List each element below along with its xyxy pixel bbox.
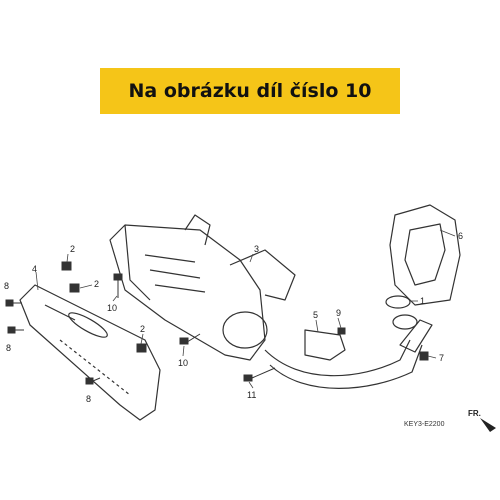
callout-7: 7	[439, 353, 444, 363]
callout-5: 5	[313, 310, 318, 320]
nut-2b	[69, 283, 80, 293]
bolt-8a	[5, 299, 22, 307]
muffler-part	[109, 214, 296, 361]
gasket-part	[385, 295, 411, 309]
callout-11: 11	[247, 390, 256, 400]
callout-2b: 2	[94, 279, 99, 289]
callout-2c: 2	[140, 324, 145, 334]
exhaust-pipe-part	[264, 319, 433, 389]
callout-4: 4	[32, 264, 37, 274]
direction-label: FR.	[468, 409, 481, 418]
callout-3: 3	[254, 244, 259, 254]
nut-2c	[136, 343, 147, 353]
nut-7	[419, 351, 429, 361]
nut-2a	[61, 261, 72, 271]
callout-8a: 8	[4, 281, 9, 291]
bolt-10a	[113, 273, 123, 298]
bolt-8b	[7, 326, 24, 334]
part-number-banner: Na obrázku díl číslo 10	[100, 68, 400, 114]
callout-8c: 8	[86, 394, 91, 404]
callout-9: 9	[336, 308, 341, 318]
callout-1: 1	[420, 296, 425, 306]
banner-text: Na obrázku díl číslo 10	[128, 80, 372, 102]
bolt-9	[337, 327, 346, 335]
bolt-10b	[179, 333, 201, 345]
heat-shield-part	[19, 284, 161, 421]
direction-arrow-icon	[480, 418, 496, 432]
callout-2a: 2	[70, 244, 75, 254]
bracket-part	[304, 329, 346, 361]
diagram-code: KEY3-E2200	[404, 421, 445, 428]
callout-8b: 8	[6, 343, 11, 353]
bolt-8c	[85, 377, 101, 385]
callout-6: 6	[458, 231, 463, 241]
bolt-11	[243, 367, 276, 382]
callout-10b: 10	[178, 358, 188, 368]
callout-10a: 10	[107, 303, 117, 313]
flange-part	[392, 314, 418, 330]
cover-plate-part	[389, 204, 461, 306]
